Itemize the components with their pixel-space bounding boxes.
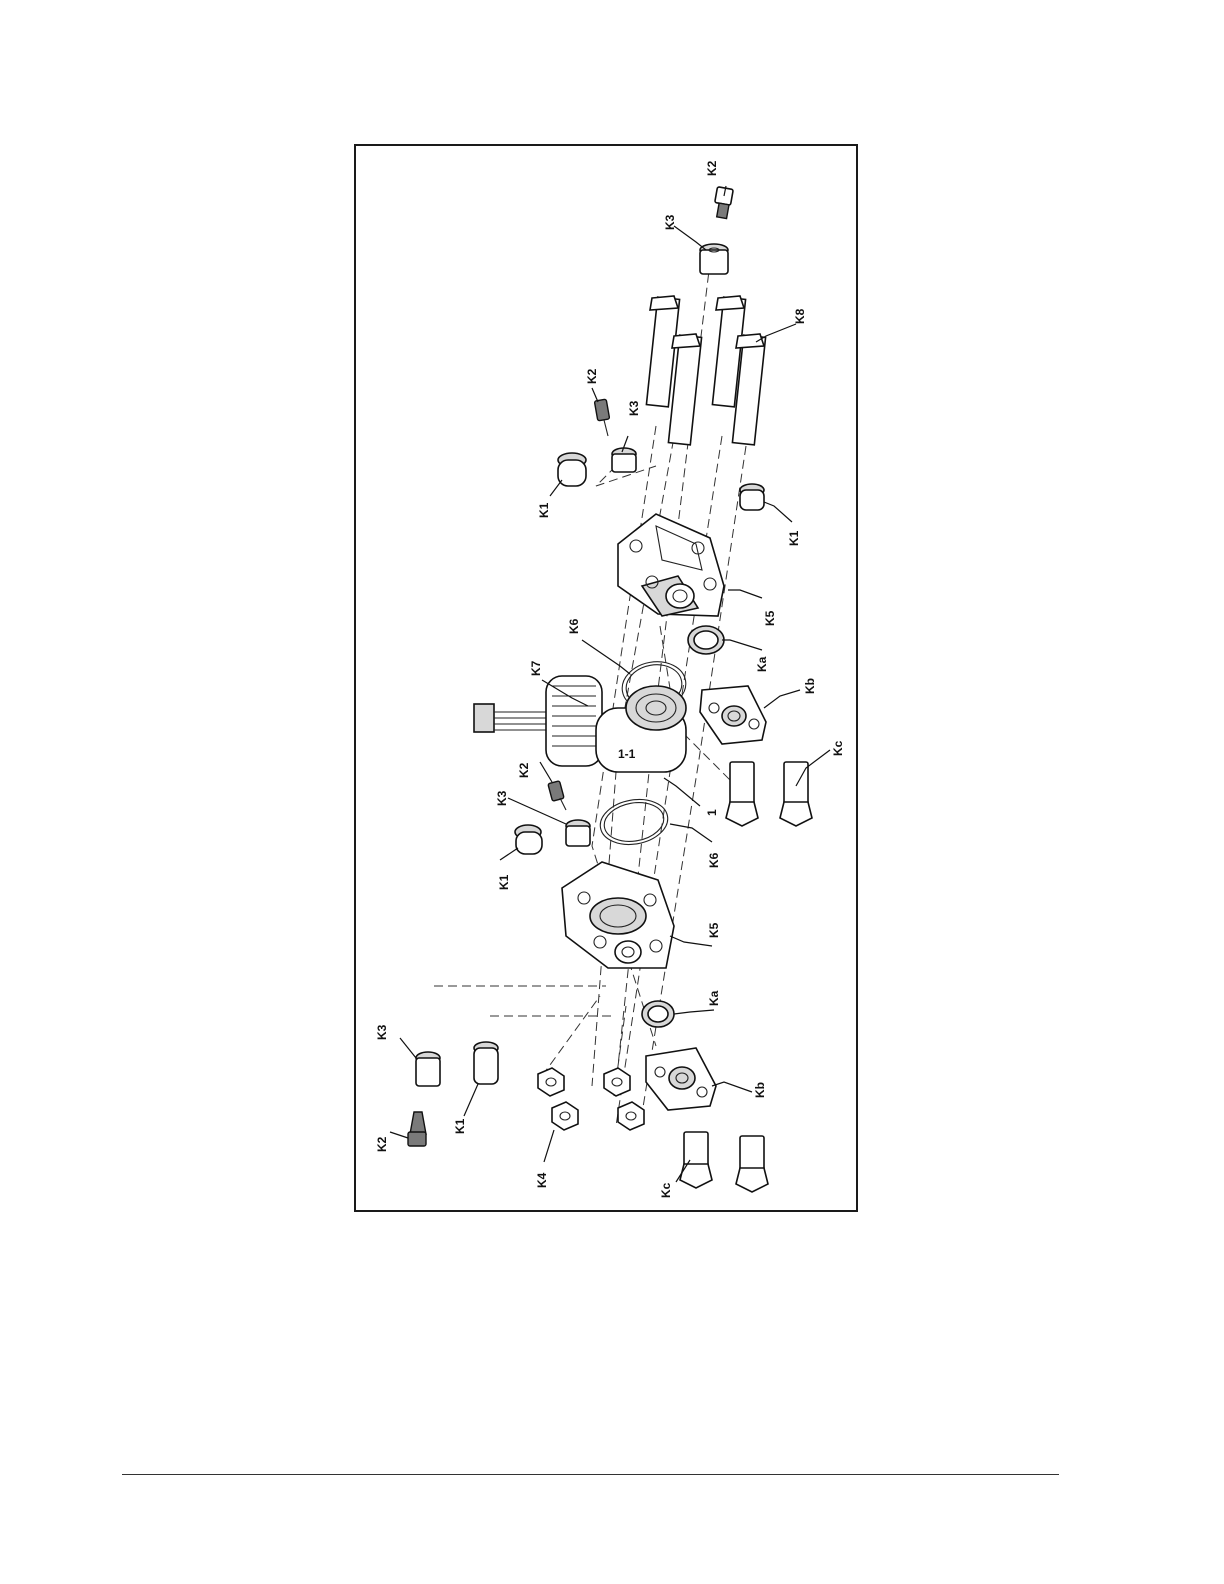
diagram-frame: 1-1 [354,144,858,1212]
ka-seal-lower [642,1001,674,1027]
label-k8: K8 [793,308,807,324]
k1-cap-lower [474,1042,498,1084]
footer-rule [122,1474,1059,1475]
k1-cap-right [740,484,764,510]
label-k3-mid: K3 [627,400,641,416]
k2-screw-mid [594,399,609,436]
label-item-1: 1 [705,809,719,816]
label-k2-top: K2 [705,160,719,176]
k5-end-cover-lower [562,862,674,968]
label-k1-lower: K1 [453,1118,467,1134]
label-k1-right: K1 [787,530,801,546]
label-kb-right: Kb [803,678,817,694]
part-labels: K2 K3 K8 K2 K3 K1 K1 K6 K5 Ka K7 Kb Kc K… [375,160,845,1198]
k6-oring-lower [597,794,672,849]
kb-flange-right [700,686,766,744]
label-k3-lower: K3 [375,1024,389,1040]
label-k6-top: K6 [567,618,581,634]
kc-bolts-right [726,762,812,826]
leader-lines [390,186,830,1182]
kb-flange-lower [646,1048,716,1110]
label-k5-right: K5 [763,610,777,626]
k3-fitting-mid [612,448,636,472]
kc-bolts-lower [680,1132,768,1192]
k1-cap-upper [558,453,586,486]
k3-fitting-lower [416,1052,440,1086]
label-k2-mid: K2 [585,368,599,384]
module-marking: 1-1 [618,747,636,761]
label-ka-right: Ka [755,656,769,672]
label-k6-bottom: K6 [707,852,721,868]
label-k2-center: K2 [517,762,531,778]
label-k7: K7 [529,660,543,676]
label-ka-lower: Ka [707,990,721,1006]
ka-seal-upper [688,626,724,654]
label-k5-lower: K5 [707,922,721,938]
k8-long-bolts [646,296,765,445]
label-k3-top: K3 [663,214,677,230]
k7-sensor-module: 1-1 [474,676,686,772]
k3-fitting-center [566,820,590,846]
k2-screw-lower [408,1112,426,1146]
label-k4: K4 [535,1172,549,1188]
label-k1-center: K1 [497,874,511,890]
label-k1-upper: K1 [537,502,551,518]
label-k3-center: K3 [495,790,509,806]
k2-screw-center [548,781,566,810]
label-kc-lower: Kc [659,1182,673,1198]
k2-screw-top [715,187,734,219]
k1-cap-center [515,825,542,854]
k5-end-cover-upper [618,514,724,616]
k4-nuts [538,1068,644,1130]
label-k2-lower: K2 [375,1136,389,1152]
label-kc-right: Kc [831,740,845,756]
label-kb-lower: Kb [753,1082,767,1098]
exploded-assembly-diagram: 1-1 [356,146,856,1210]
